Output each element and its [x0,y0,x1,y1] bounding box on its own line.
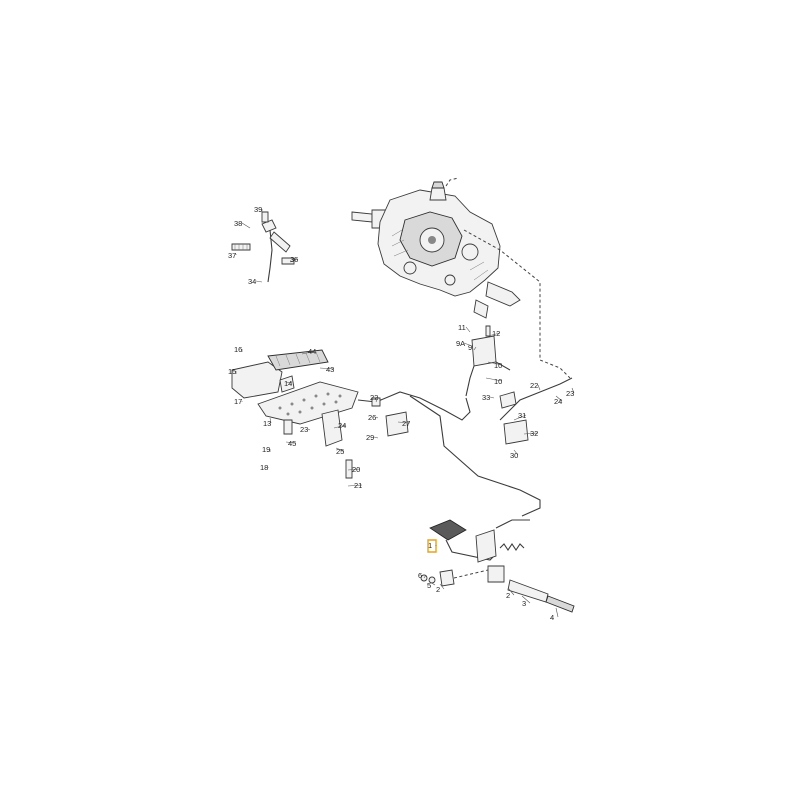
callout-leader-31 [513,414,527,421]
callout-label-43: 43 [326,365,334,374]
callout-label-33: 33 [482,393,490,402]
callout-leader-38 [241,222,251,229]
callout-label-24a: 24 [338,421,346,430]
callout-label-12: 12 [492,329,500,338]
callout-label-2b: 2 [506,591,510,600]
callout-label-36: 36 [290,255,298,264]
callout-label-11: 11 [458,323,466,332]
callout-label-17: 17 [234,397,242,406]
callout-leader-23a [307,428,311,431]
center-brackets [345,325,529,479]
callout-label-22b: 22 [530,381,538,390]
callout-label-15: 15 [228,367,236,376]
callout-label-34: 34 [248,277,256,286]
callout-label-14: 14 [284,379,292,388]
callout-leader-5 [429,581,436,586]
callout-leader-9A [463,342,473,347]
callout-label-4: 4 [550,613,554,622]
callout-label-10a: 10 [494,361,502,370]
callout-label-23b: 23 [566,389,574,398]
callout-leader-11 [465,326,471,333]
callout-leader-27 [397,421,411,424]
callout-label-44: 44 [308,347,316,356]
callout-leader-25 [335,447,345,452]
callout-label-24b: 24 [554,397,562,406]
callout-leader-2b [507,587,515,596]
callout-label-31: 31 [518,411,526,420]
footrest-platform [231,349,359,447]
callout-leader-43 [319,367,335,370]
callout-leader-20 [347,468,361,471]
callout-label-1: 1 [428,541,432,550]
callout-leader-10a [487,361,503,366]
callout-label-21: 21 [354,481,362,490]
callout-labels: 122345699A101011121314151617181920212222… [228,205,574,622]
callout-leader-24b [555,395,563,402]
transaxle-assembly [351,177,571,379]
callout-label-10b: 10 [494,377,502,386]
callout-leader-45 [285,441,297,444]
callout-label-2a: 2 [436,585,440,594]
callout-leader-33 [489,396,495,399]
callout-label-6: 6 [418,571,422,580]
callout-label-23a: 23 [300,425,308,434]
callout-leader-21 [347,484,363,487]
callout-label-29: 29 [366,433,374,442]
callout-label-5: 5 [427,581,431,590]
callout-leader-14 [285,381,293,384]
callout-leader-32 [523,432,539,435]
callout-label-45: 45 [288,439,296,448]
callout-leader-30 [513,449,519,456]
callout-label-37: 37 [228,251,236,260]
callout-leader-2a [439,583,445,590]
callout-label-3: 3 [522,599,526,608]
callout-leader-13 [269,417,272,424]
callout-leader-29 [373,436,379,439]
callout-leader-6 [423,574,427,579]
callout-label-16: 16 [234,345,242,354]
callout-label-22a: 22 [370,393,378,402]
callout-label-39: 39 [254,205,262,214]
callout-leader-24a [333,424,347,429]
callout-label-20: 20 [352,465,360,474]
callout-leader-22a [375,396,379,403]
callout-label-26: 26 [368,413,376,422]
callout-leader-4 [555,607,559,618]
callout-label-9A: 9A [456,339,465,348]
callout-label-30: 30 [510,451,518,460]
parking-linkage [231,211,295,283]
callout-label-19: 19 [262,445,270,454]
callout-label-32: 32 [530,429,538,438]
callout-leader-9 [473,346,477,351]
callout-leader-34 [255,280,263,283]
callout-leader-36 [289,258,299,263]
callout-label-13: 13 [263,419,271,428]
callout-leader-12 [487,332,501,337]
callout-label-9: 9 [468,343,472,352]
callout-label-18: 18 [260,463,268,472]
callout-leader-26 [375,416,379,419]
callout-label-27: 27 [402,419,410,428]
callout-label-38: 38 [234,219,242,228]
callout-leader-3 [521,595,531,604]
callout-leader-22b [537,384,541,391]
brake-pedal-assembly [420,519,575,613]
control-cables [357,359,573,517]
callout-label-25: 25 [336,447,344,456]
callout-leader-23b [571,387,575,394]
callout-leader-10b [485,377,503,382]
callout-leader-44 [301,350,317,355]
